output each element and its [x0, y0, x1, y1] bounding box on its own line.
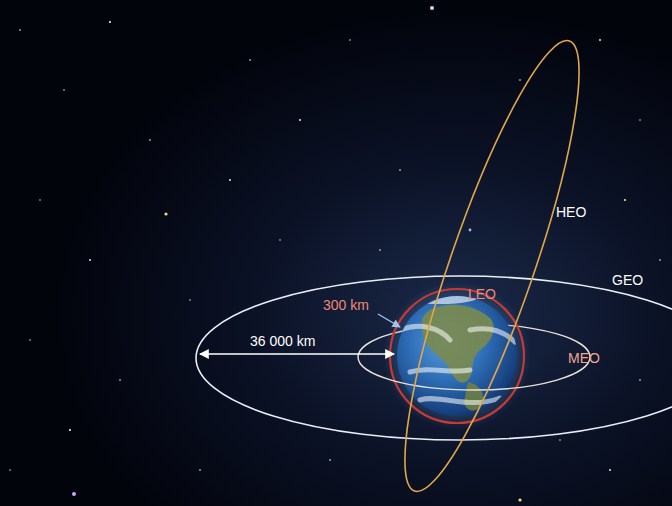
- altitude-label: 300 km: [323, 297, 369, 313]
- orbit-label: MEO: [568, 350, 600, 366]
- orbit-label: LEO: [468, 286, 496, 302]
- dimension-label: 36 000 km: [250, 333, 315, 349]
- orbit-label: GEO: [612, 272, 643, 288]
- orbit-label: HEO: [556, 204, 586, 220]
